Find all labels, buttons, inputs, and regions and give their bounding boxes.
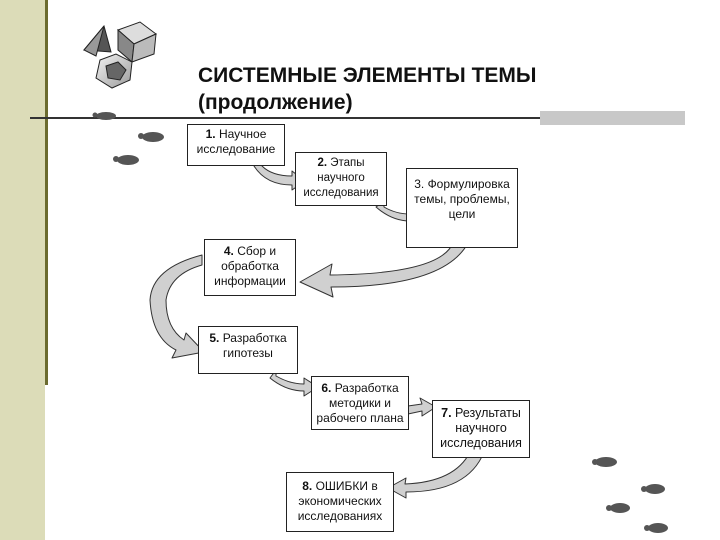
step-box-3: 3. Формулировка темы, проблемы, цели <box>406 168 518 248</box>
step-number: 6. <box>321 381 335 395</box>
step-number: 5. <box>209 331 223 345</box>
step-number: 2. <box>317 157 331 169</box>
step-number: 4. <box>223 244 238 258</box>
step-label: Формулировка темы, проблемы, цели <box>414 177 510 221</box>
step-number: 1. <box>205 127 219 141</box>
step-box-6: 6. Разработка методики и рабочего плана <box>311 376 409 430</box>
title-line-2: (продолжение) <box>198 91 353 114</box>
step-label: Разработка методики и рабочего плана <box>316 381 404 425</box>
step-number: 8. <box>302 479 316 493</box>
sidebar-divider <box>45 0 48 385</box>
step-box-4: 4. Сбор и обработка информации <box>204 239 296 296</box>
step-label: Сбор и обработка информации <box>214 244 286 288</box>
step-box-7: 7. Результаты научного исследования <box>432 400 530 458</box>
title-underline-bar <box>540 111 685 125</box>
step-box-5: 5. Разработка гипотезы <box>198 326 298 374</box>
step-label: Результаты научного исследования <box>440 406 522 450</box>
arrow-7-8 <box>387 451 485 499</box>
step-label: Научное исследование <box>196 127 276 156</box>
geometric-shapes-icon <box>82 21 157 89</box>
title-underline <box>30 117 540 119</box>
step-box-1: 1. Научное исследование <box>187 124 285 166</box>
step-box-8: 8. ОШИБКИ в экономических исследованиях <box>286 472 394 532</box>
sidebar-band <box>0 0 45 540</box>
arrow-3-4 <box>299 242 469 298</box>
arrow-6-7 <box>407 397 437 417</box>
step-label: Этапы научного исследования <box>303 157 379 199</box>
footprints-icon <box>92 112 668 533</box>
step-label: ОШИБКИ в экономических исследованиях <box>297 479 383 523</box>
step-box-2: 2. Этапы научного исследования <box>295 152 387 206</box>
title-line-1: СИСТЕМНЫЕ ЭЛЕМЕНТЫ ТЕМЫ <box>198 64 537 87</box>
step-label: Разработка гипотезы <box>222 331 287 360</box>
step-number: 7. <box>441 406 456 420</box>
step-number: 3. <box>414 177 428 191</box>
page-title: СИСТЕМНЫЕ ЭЛЕМЕНТЫ ТЕМЫ (продолжение) <box>198 62 536 116</box>
arrow-4-5 <box>149 254 205 359</box>
